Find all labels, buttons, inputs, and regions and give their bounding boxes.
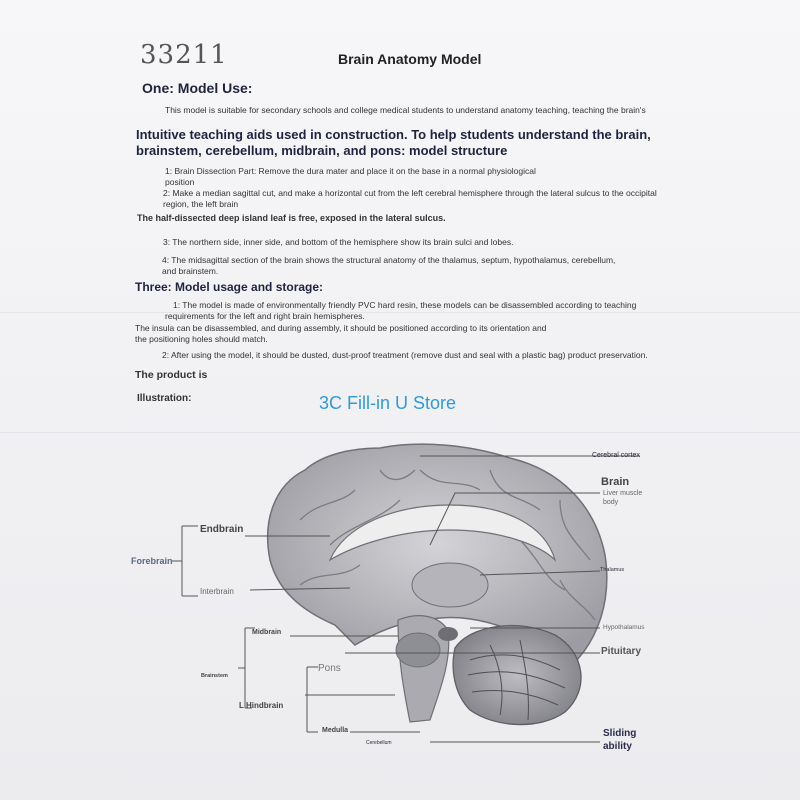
- label-hindbrain: L Hindbrain: [239, 701, 284, 710]
- label-medulla: Medulla: [322, 727, 349, 734]
- section2-heading-line2: brainstem, cerebellum, midbrain, and pon…: [136, 143, 508, 158]
- label-thalamus: Thalamus: [600, 567, 625, 573]
- label-endbrain: Endbrain: [200, 524, 244, 535]
- label-cerebellum: Cerebellum: [366, 740, 392, 746]
- product-is-label: The product is: [135, 369, 208, 381]
- label-midbrain: Midbrain: [252, 629, 282, 636]
- paper-crease: [0, 432, 800, 433]
- section2-item1-line2: position: [165, 177, 195, 187]
- cerebrum-outline: [266, 443, 608, 666]
- corpus-callosum: [328, 504, 557, 563]
- label-cerebral-cortex: Cerebral cortex: [592, 452, 640, 459]
- label-liver-muscle-line2: body: [603, 499, 619, 506]
- paper-crease: [0, 312, 800, 313]
- label-brainstem: Brainstem: [201, 673, 228, 679]
- section2-item1-line1: 1: Brain Dissection Part: Remove the dur…: [165, 166, 536, 176]
- label-sliding-line2: ability: [603, 741, 632, 752]
- pons-shape: [395, 632, 441, 668]
- label-pons: Pons: [318, 663, 341, 674]
- thalamus-shape: [411, 562, 489, 608]
- label-brain: Brain: [601, 476, 630, 488]
- gyri-lines: [299, 469, 596, 621]
- section2-item2-line1: 2: Make a median sagittal cut, and make …: [163, 188, 657, 198]
- section3-item1-line1: 1: The model is made of environmentally …: [173, 300, 637, 310]
- section1-heading: One: Model Use:: [142, 80, 253, 96]
- brain-illustration: [266, 443, 608, 726]
- section1-text: This model is suitable for secondary sch…: [165, 105, 646, 115]
- section3-heading: Three: Model usage and storage:: [135, 280, 324, 294]
- illustration-label: Illustration:: [137, 393, 192, 404]
- section2-note: The half-dissected deep island leaf is f…: [137, 213, 446, 223]
- section2-item2-line2: region, the left brain: [163, 199, 239, 209]
- label-pituitary: Pituitary: [601, 646, 642, 657]
- section2-item4-line1: 4: The midsagittal section of the brain …: [162, 255, 616, 265]
- label-liver-muscle-line1: Liver muscle: [603, 490, 643, 497]
- model-number: 33211: [140, 40, 228, 70]
- section2-heading-line1: Intuitive teaching aids used in construc…: [136, 127, 651, 142]
- section2-item4-line2: and brainstem.: [162, 266, 219, 276]
- cerebellum-shape: [452, 624, 582, 726]
- section3-item2: 2: After using the model, it should be d…: [162, 350, 648, 360]
- section3-note-line1: The insula can be disassembled, and duri…: [135, 323, 547, 333]
- cerebellum-folia: [467, 639, 566, 721]
- section3-item1-line2: requirements for the left and right brai…: [165, 311, 365, 321]
- label-hypothalamus: Hypothalamus: [603, 624, 645, 631]
- label-forebrain: Forebrain: [131, 556, 173, 566]
- leader-lines: [172, 455, 640, 743]
- store-watermark: 3C Fill-in U Store: [319, 393, 457, 413]
- section2-item3: 3: The northern side, inner side, and bo…: [163, 237, 514, 247]
- document-title: Brain Anatomy Model: [338, 51, 482, 67]
- section3-note-line2: the positioning holes should match.: [135, 334, 268, 344]
- pituitary-shape: [438, 627, 458, 641]
- label-sliding-line1: Sliding: [603, 728, 637, 739]
- label-interbrain: Interbrain: [200, 587, 234, 596]
